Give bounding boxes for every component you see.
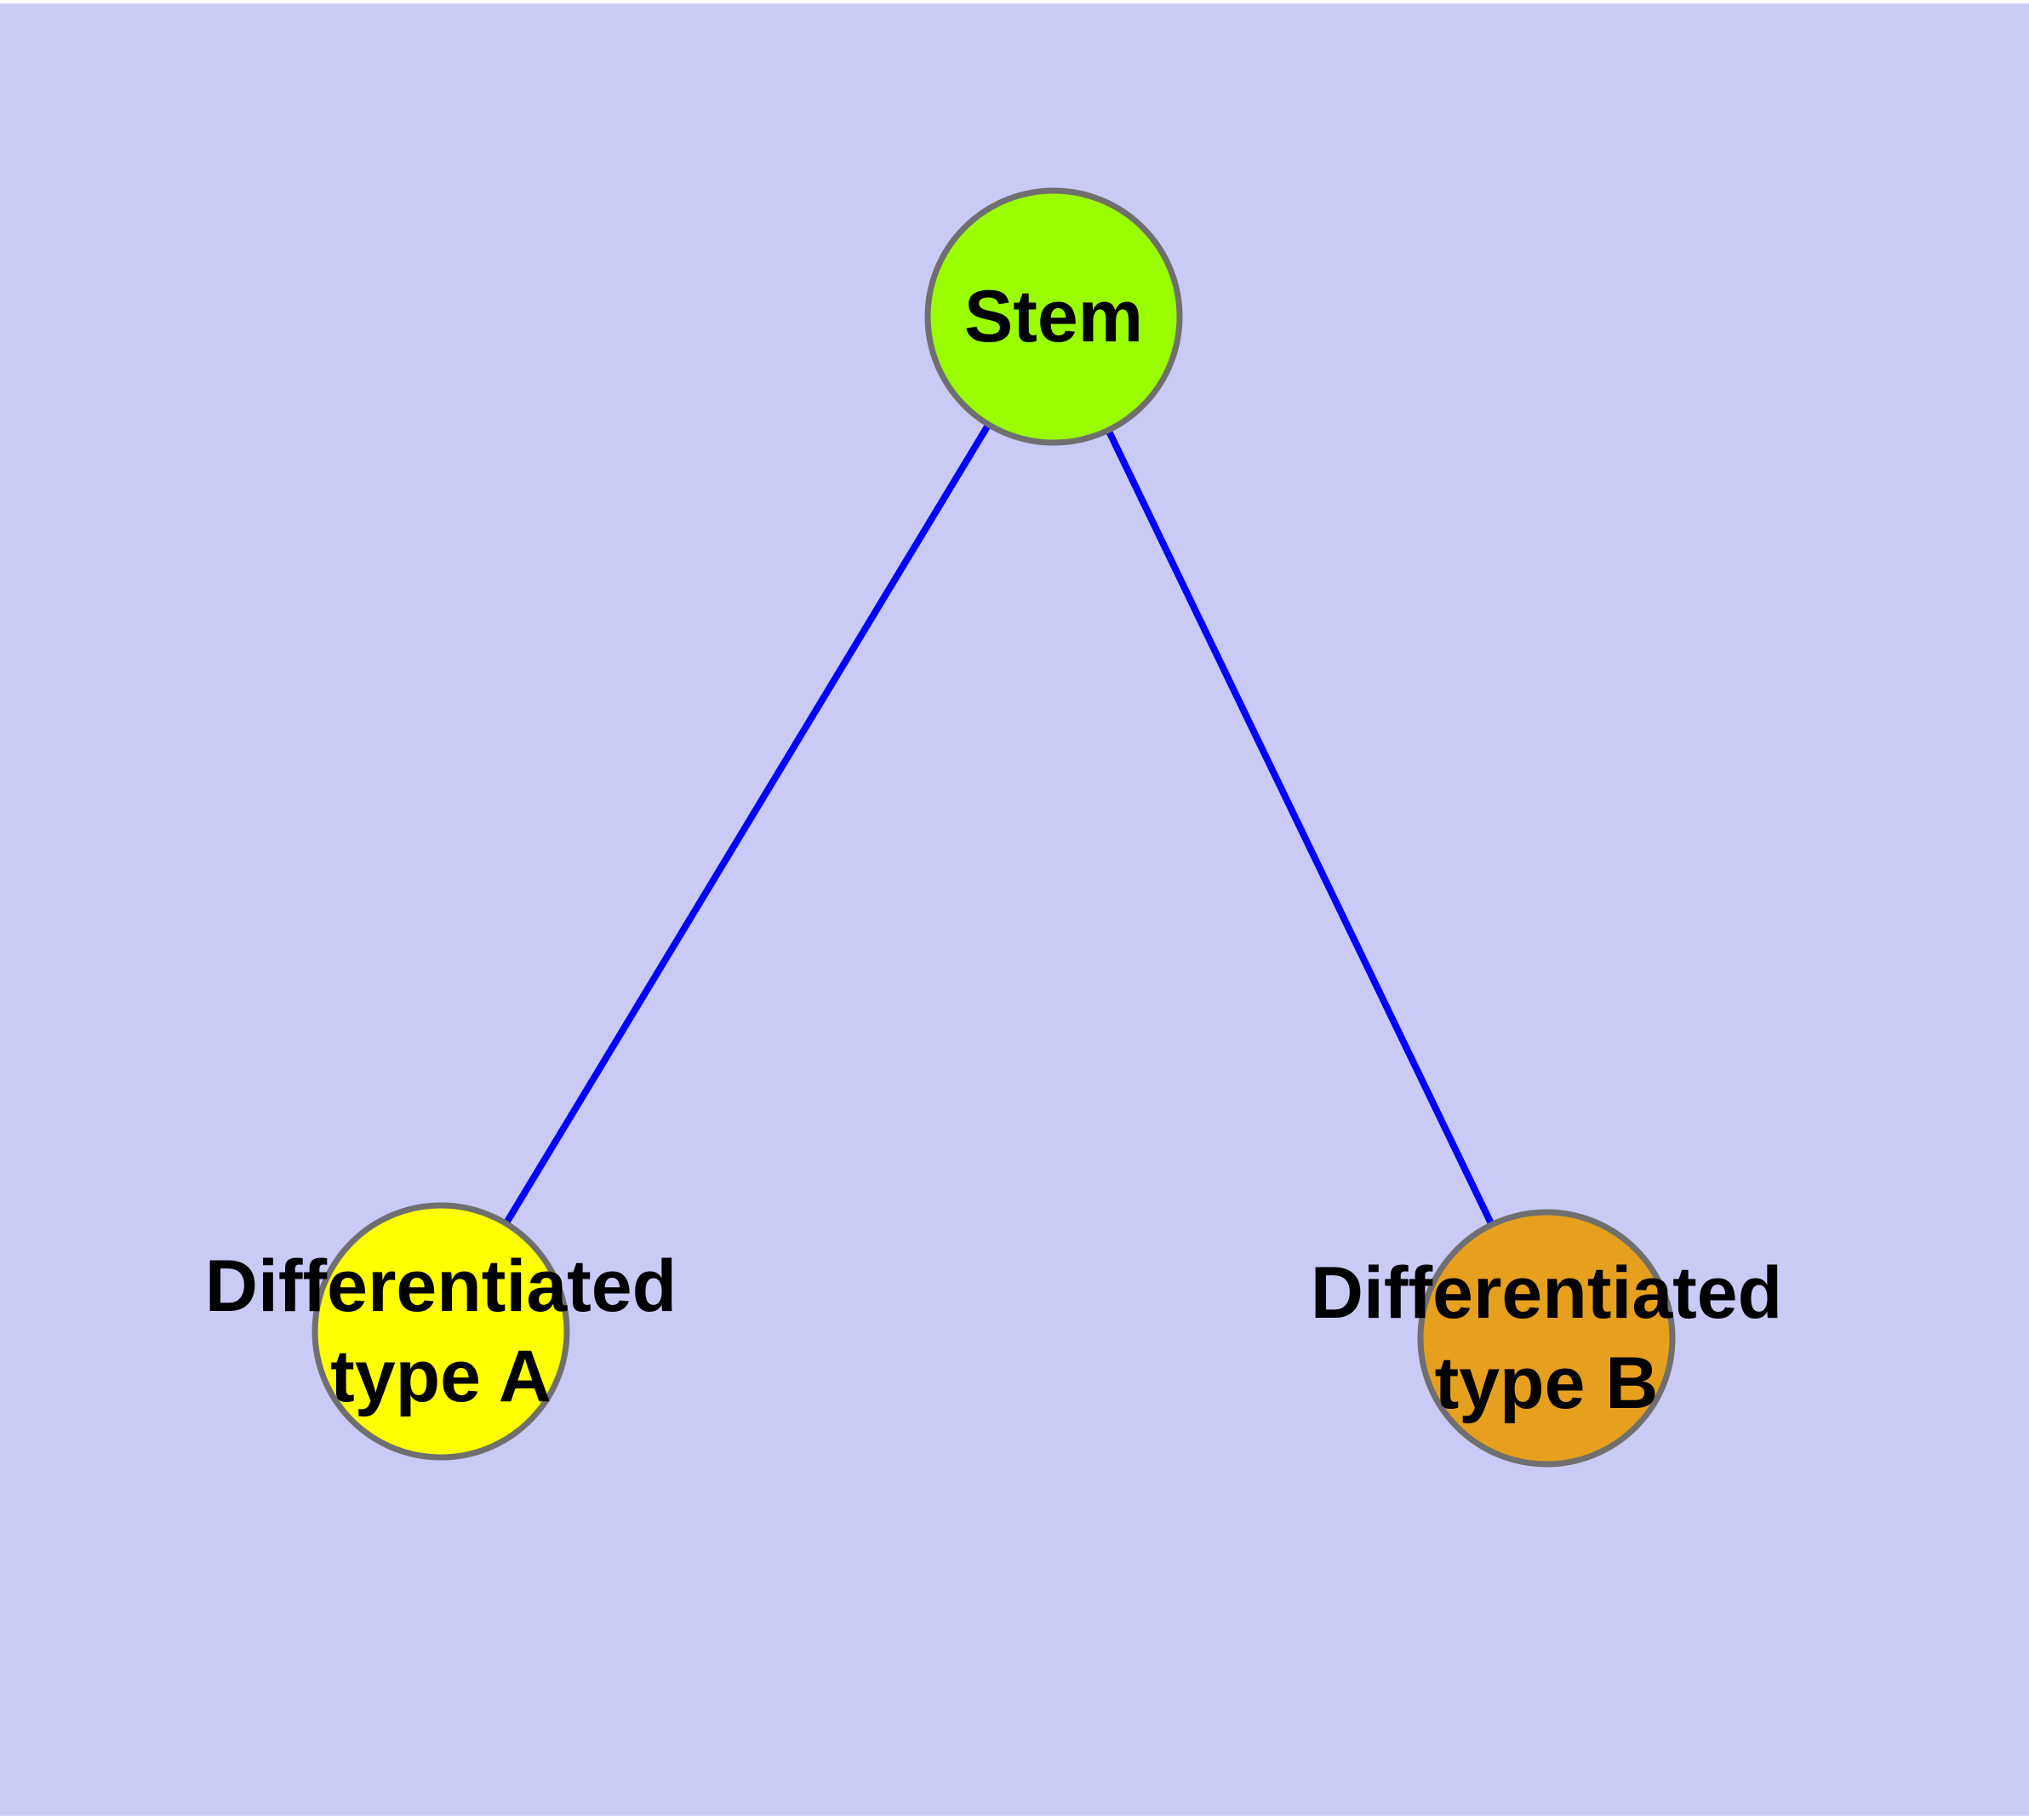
node-stem-label: Stem [963,276,1144,358]
node-type-a-label: Differentiated type A [205,1241,677,1422]
node-type-b [1417,1209,1676,1468]
node-type-b-label: Differentiated type B [1311,1248,1782,1428]
edge-stem-to-type-b [1050,313,1550,1342]
node-stem [924,187,1183,446]
node-type-a [311,1202,570,1461]
node-type-a-label-line-2: type A [330,1336,552,1417]
node-type-b-label-line-2: type B [1434,1342,1659,1424]
node-type-b-label-line-1: Differentiated [1310,1252,1783,1334]
edge-stem-to-type-a [437,313,1057,1335]
node-type-a-label-line-1: Differentiated [204,1245,677,1327]
